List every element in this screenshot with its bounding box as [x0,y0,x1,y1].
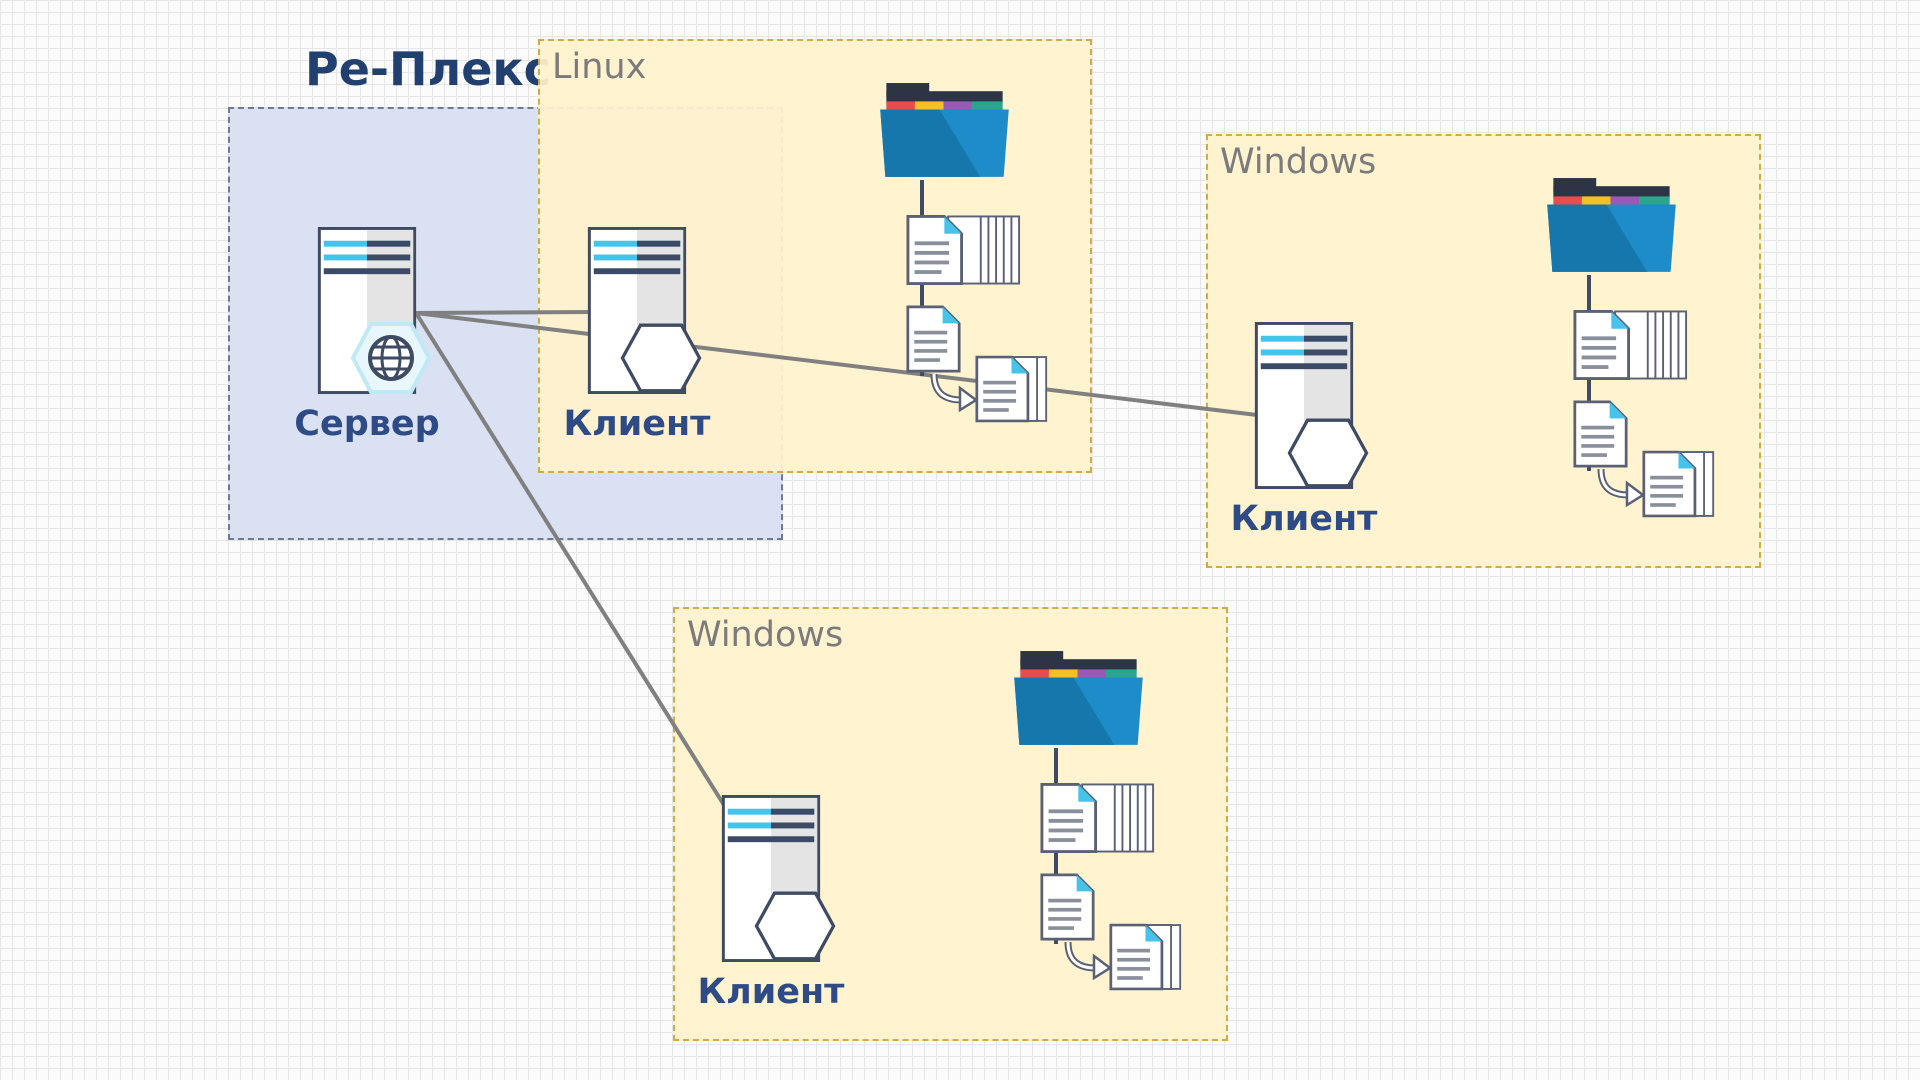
zone-label-linux: Linux [552,47,647,87]
client-hexagon-icon [754,890,836,962]
document-copies-icon [975,354,1048,424]
client-label-windows-right: Клиент [1230,499,1378,539]
client-hexagon-icon [1287,417,1369,489]
wire-server-to-right-client [415,311,1258,417]
copy-arrow-icon [1595,467,1645,507]
client-hexagon-icon [620,322,702,394]
diagram-title: Ре-Плекс [305,42,551,96]
zone-label-windows-right: Windows [1220,142,1377,182]
folder-icon [878,81,1011,183]
document-copies-icon [1642,449,1715,519]
copy-arrow-icon [928,372,978,412]
folder-icon [1545,176,1678,278]
document-copies-icon [1109,922,1182,992]
documents-stack-icon [1573,309,1688,381]
documents-stack-icon [1040,782,1155,854]
document-icon [1573,399,1628,469]
wire-server-to-linux-client [415,310,591,315]
document-icon [1040,872,1095,942]
folder-icon [1012,649,1145,751]
zone-label-windows-bottom: Windows [687,615,844,655]
client-label-windows-bottom: Клиент [697,972,845,1012]
wire-server-to-bottom-client [414,311,726,807]
document-icon [906,304,961,374]
client-label-linux: Клиент [563,404,711,444]
copy-arrow-icon [1062,940,1112,980]
server-label: Сервер [294,404,440,444]
globe-server-icon [351,322,431,394]
documents-stack-icon [906,214,1021,286]
